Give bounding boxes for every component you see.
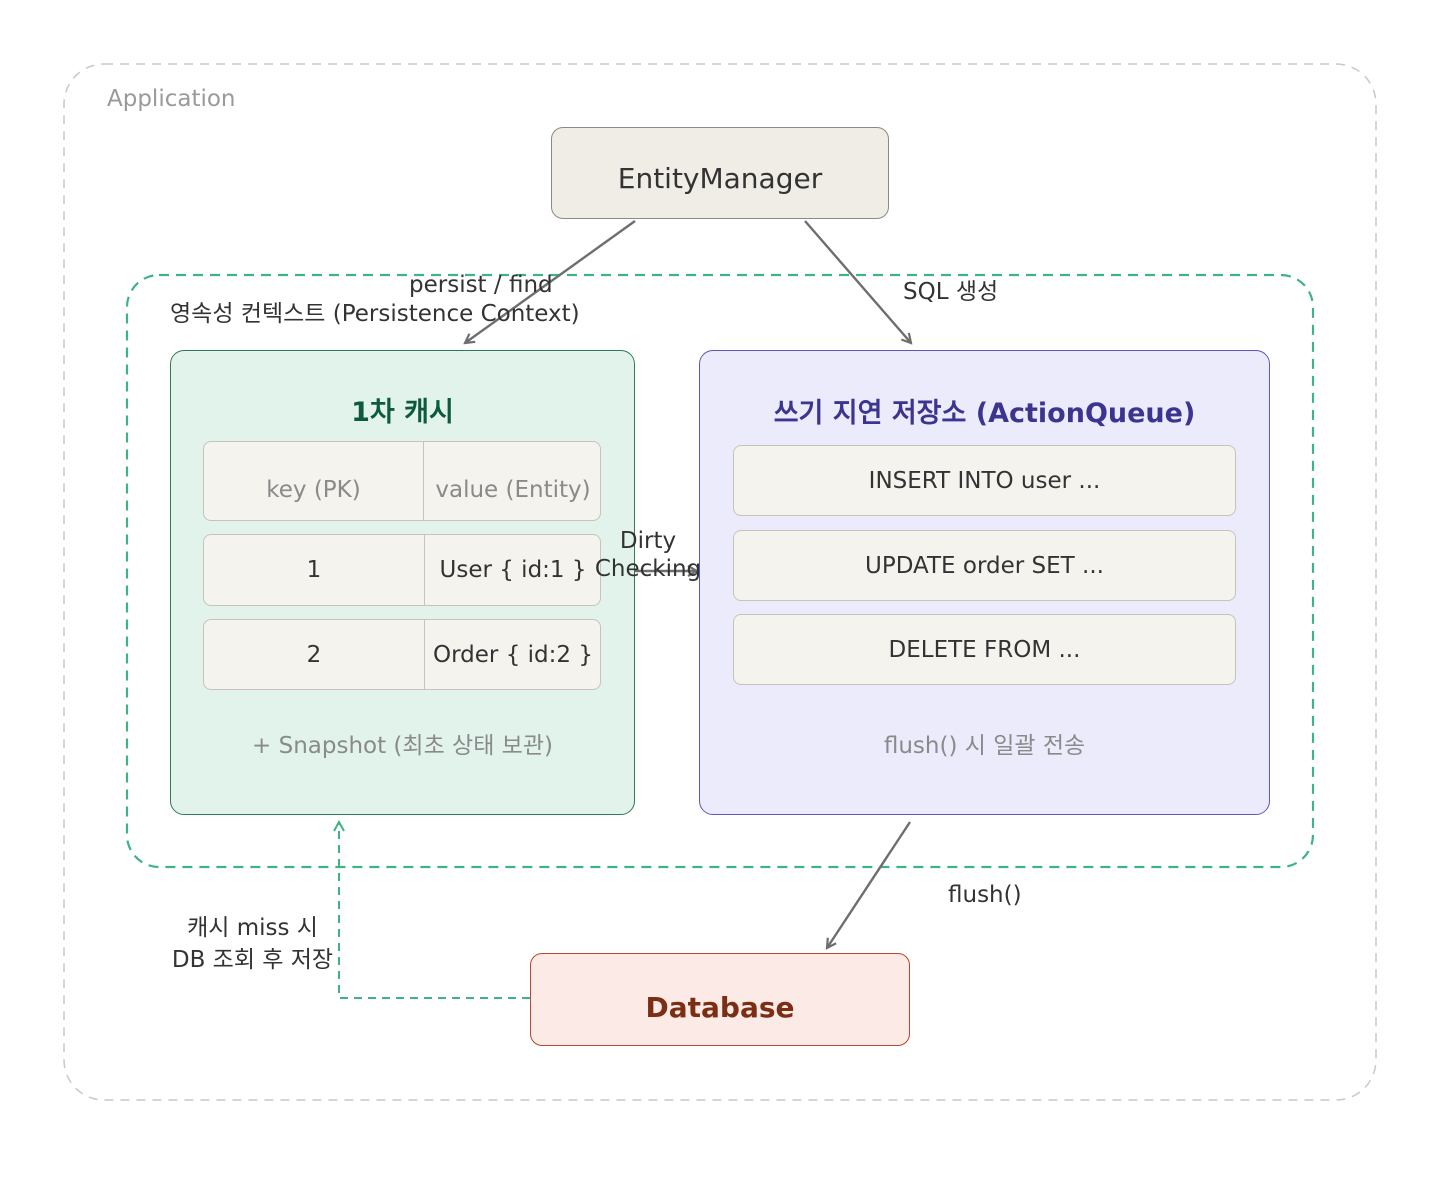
cache-miss-label-2: DB 조회 후 저장 xyxy=(171,947,334,973)
cache-row: 2 Order { id:2 } xyxy=(203,619,601,690)
dirty-label: Dirty xyxy=(619,528,677,554)
flush-arrow xyxy=(827,821,912,948)
queue-item-insert: INSERT INTO user ... xyxy=(733,445,1236,516)
cache-row-value: User { id:1 } xyxy=(439,557,587,583)
persistence-context-label: 영속성 컨텍스트 (Persistence Context) xyxy=(170,301,580,327)
application-label: Application xyxy=(107,86,236,112)
action-queue-title: 쓰기 지연 저장소 (ActionQueue) xyxy=(773,398,1196,429)
snapshot-note: + Snapshot (최초 상태 보관) xyxy=(252,733,553,759)
cache-row-value: Order { id:2 } xyxy=(433,641,593,668)
cache-row-key: 1 xyxy=(204,535,425,605)
checking-label: Checking xyxy=(594,556,702,582)
entity-manager-node: EntityManager xyxy=(551,127,889,219)
cache-row-key: 2 xyxy=(204,620,425,689)
cache-row: 1 User { id:1 } xyxy=(203,534,601,606)
cache-header-key: key (PK) xyxy=(204,442,424,520)
first-level-cache-title: 1차 캐시 xyxy=(351,397,454,428)
sql-label: SQL 생성 xyxy=(903,279,999,305)
queue-item-delete: DELETE FROM ... xyxy=(733,614,1236,685)
queue-item-update: UPDATE order SET ... xyxy=(733,530,1236,601)
cache-header-row: key (PK) value (Entity) xyxy=(203,441,601,521)
flush-batch-note: flush() 시 일괄 전송 xyxy=(883,733,1086,759)
persistence-context-boundary xyxy=(125,273,1315,869)
database-node: Database xyxy=(530,953,910,1046)
flush-label: flush() xyxy=(948,882,1022,908)
sql-arrow xyxy=(804,220,911,343)
application-boundary xyxy=(63,63,1377,1101)
persist-find-arrow xyxy=(465,220,636,343)
cache-miss-arrow xyxy=(339,822,530,999)
cache-header-value: value (Entity) xyxy=(435,477,591,503)
persist-find-label: persist / find xyxy=(409,272,553,298)
cache-miss-label-1: 캐시 miss 시 xyxy=(187,915,318,941)
